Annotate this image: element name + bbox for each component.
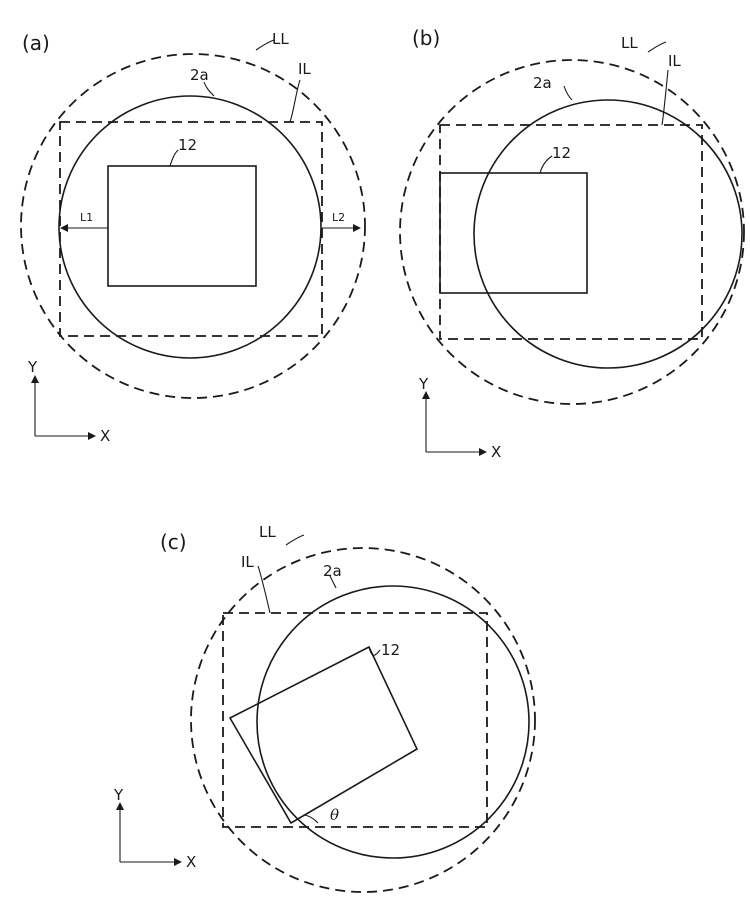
- panel-b-ll-label: LL: [621, 34, 638, 52]
- panel-a-il-label: IL: [298, 60, 311, 78]
- panel-c: (c) θ LL IL 2a 12 Y X: [113, 523, 536, 893]
- panel-c-ll-leader: [285, 534, 305, 546]
- panel-c-x-label: X: [186, 853, 196, 871]
- panel-b-il-label: IL: [668, 52, 681, 70]
- panel-b-2a-leader: [563, 85, 573, 101]
- panel-a-l2-label: L2: [332, 211, 345, 224]
- panel-b-y-label: Y: [418, 375, 429, 393]
- panel-c-il-label: IL: [241, 553, 254, 571]
- panel-c-2a-label: 2a: [323, 562, 342, 580]
- panel-c-square-12: [228, 645, 419, 825]
- panel-a-label: (a): [22, 31, 50, 55]
- panel-c-theta-label: θ: [330, 806, 339, 824]
- panel-c-ll-label: LL: [259, 523, 276, 541]
- panel-a-ll-leader: [255, 39, 275, 51]
- panel-b: (b) LL 2a IL 12 Y X: [399, 26, 745, 461]
- panel-a-il-rect: [59, 121, 323, 337]
- panel-b-12-label: 12: [552, 144, 571, 162]
- panel-a-il-leader: [289, 79, 301, 123]
- panel-b-x-label: X: [491, 443, 501, 461]
- panel-c-ll-circle: [190, 547, 536, 893]
- panel-a-2a-circle: [58, 95, 322, 359]
- panel-c-2a-leader: [329, 575, 337, 589]
- panel-b-square-12: [439, 172, 588, 294]
- panel-a-12-leader: [169, 149, 179, 167]
- panel-c-2a-circle: [256, 585, 530, 859]
- panel-c-12-label: 12: [381, 641, 400, 659]
- panel-c-label: (c): [160, 530, 187, 554]
- panel-a-ll-circle: [20, 53, 366, 399]
- panel-c-12-leader: [368, 646, 381, 656]
- panel-a-2a-label: 2a: [190, 66, 209, 84]
- panel-a-l1-label: L1: [80, 211, 93, 224]
- panel-b-2a-label: 2a: [533, 74, 552, 92]
- panel-c-theta-arc: [304, 814, 319, 824]
- panel-a-2a-leader: [203, 81, 215, 97]
- panel-a-ll-label: LL: [272, 30, 289, 48]
- panel-b-ll-circle: [399, 59, 745, 405]
- panel-b-2a-circle: [473, 99, 743, 369]
- panel-c-y-label: Y: [113, 786, 124, 804]
- panel-b-il-rect: [439, 124, 703, 340]
- panel-c-il-rect: [222, 612, 488, 828]
- panel-c-il-leader: [257, 565, 271, 614]
- panel-a-12-label: 12: [178, 136, 197, 154]
- panel-b-il-leader: [661, 69, 669, 126]
- panel-a: (a) LL 2a IL 12 L1 L2 Y X: [20, 30, 366, 445]
- panel-b-ll-leader: [647, 41, 667, 53]
- panel-a-y-label: Y: [27, 358, 38, 376]
- panel-b-12-leader: [539, 155, 553, 174]
- panel-b-label: (b): [412, 26, 440, 50]
- panel-a-x-label: X: [100, 427, 110, 445]
- panel-a-square-12: [107, 165, 257, 287]
